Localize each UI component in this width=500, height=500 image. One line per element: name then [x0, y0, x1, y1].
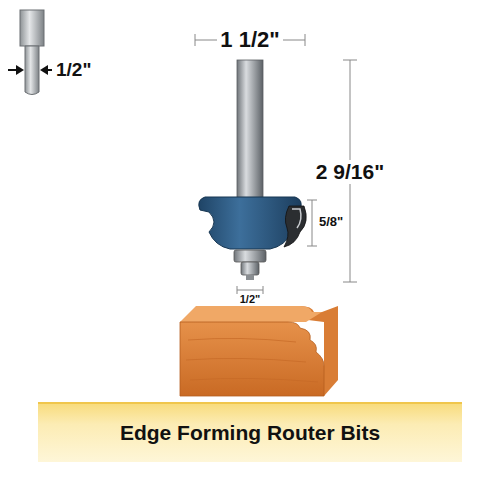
bearing-diameter: 1/2": [240, 293, 261, 306]
shank-icon: [8, 10, 52, 95]
banner-text: Edge Forming Router Bits: [120, 421, 380, 445]
cutting-width: 1 1/2": [217, 27, 282, 52]
cutting-length: 5/8": [319, 215, 343, 230]
shank-diameter: 1/2": [56, 59, 91, 81]
overall-length: 2 9/16": [313, 160, 387, 184]
title-banner: Edge Forming Router Bits: [38, 402, 462, 462]
router-bit: [199, 60, 306, 280]
wood-sample: [180, 306, 338, 396]
